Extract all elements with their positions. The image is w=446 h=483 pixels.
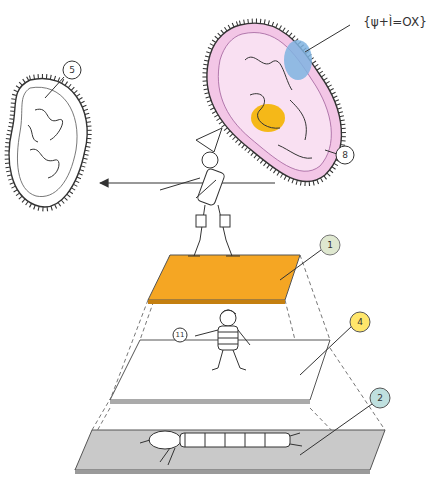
top-platform: [148, 128, 340, 304]
callout-number: 2: [377, 394, 383, 403]
left-cell: [9, 61, 87, 207]
callout-number: 1: [327, 241, 333, 250]
middle-platform: [110, 310, 370, 404]
projection-lines: [75, 255, 385, 470]
ball-number: 11: [176, 332, 185, 339]
bottom-platform: [75, 388, 390, 474]
callout-number: 8: [342, 151, 348, 160]
motion-arrow: [100, 182, 275, 183]
formula-label: {ψ+Ì=OX}: [363, 16, 427, 28]
callout-number: 5: [69, 66, 75, 75]
callout-number: 4: [357, 318, 363, 327]
right-cell: [207, 23, 354, 182]
